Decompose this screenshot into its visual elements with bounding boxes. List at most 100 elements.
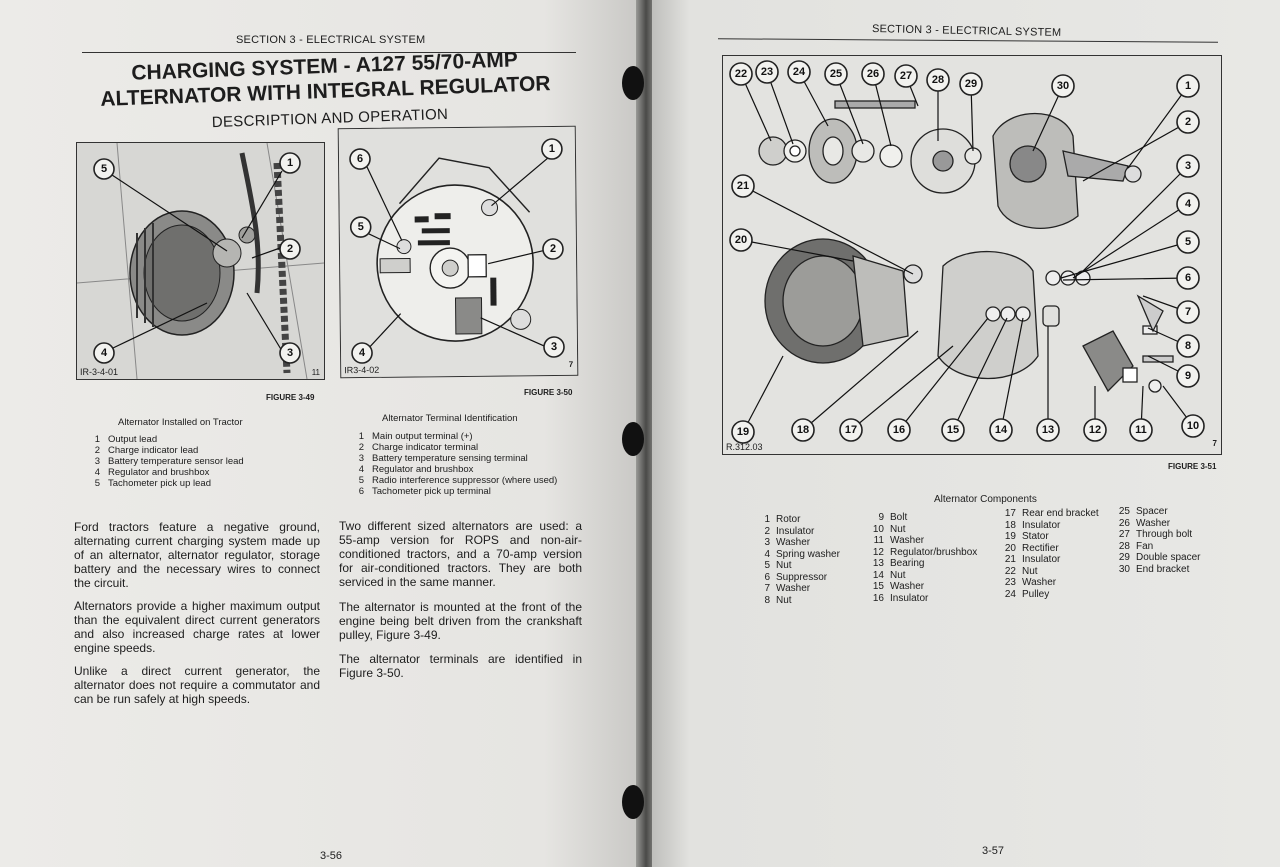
body-paragraph: The alternator terminals are identified … <box>339 652 582 680</box>
callout-4: 4 <box>93 342 115 364</box>
svg-text:27: 27 <box>900 70 912 82</box>
callout-18: 18 <box>791 418 815 442</box>
section-header: SECTION 3 - ELECTRICAL SYSTEM <box>871 23 1062 39</box>
svg-text:23: 23 <box>761 66 773 78</box>
header-rule <box>718 38 1218 43</box>
svg-text:22: 22 <box>735 68 747 80</box>
callout-11: 11 <box>1129 418 1153 442</box>
callout-1: 1 <box>541 138 563 160</box>
callout-2: 2 <box>542 238 564 260</box>
callout-6: 6 <box>1176 266 1200 290</box>
svg-text:5: 5 <box>101 163 107 175</box>
body-paragraph: Alternators provide a higher maximum out… <box>74 599 320 655</box>
callout-12: 12 <box>1083 418 1107 442</box>
callout-14: 14 <box>989 418 1013 442</box>
callout-2: 2 <box>279 238 301 260</box>
svg-text:28: 28 <box>932 74 944 86</box>
svg-text:15: 15 <box>947 424 959 436</box>
svg-text:6: 6 <box>357 153 363 165</box>
book-gutter <box>636 0 656 867</box>
svg-text:4: 4 <box>359 347 366 359</box>
svg-text:2: 2 <box>550 243 556 255</box>
callout-30: 30 <box>1051 74 1075 98</box>
svg-text:10: 10 <box>1187 420 1199 432</box>
page-title: CHARGING SYSTEM - A127 55/70-AMP ALTERNA… <box>89 46 560 112</box>
page-number: 3-57 <box>982 845 1005 857</box>
svg-text:5: 5 <box>358 221 364 233</box>
figure-corner-mark: 7 <box>1212 439 1217 448</box>
callout-6: 6 <box>349 148 371 170</box>
svg-text:17: 17 <box>845 424 857 436</box>
svg-text:3: 3 <box>1185 160 1191 172</box>
svg-text:18: 18 <box>797 424 809 436</box>
header-rule <box>82 52 576 53</box>
callout-20: 20 <box>729 228 753 252</box>
svg-text:3: 3 <box>551 341 557 353</box>
figure-corner-mark: 7 <box>568 359 574 369</box>
svg-text:29: 29 <box>965 78 977 90</box>
body-paragraph: Unlike a direct current generator, the a… <box>74 664 320 706</box>
callout-24: 24 <box>787 60 811 84</box>
body-paragraph: Ford tractors feature a negative ground,… <box>74 520 320 590</box>
callout-3: 3 <box>279 342 301 364</box>
callout-7: 7 <box>1176 300 1200 324</box>
svg-text:7: 7 <box>1185 306 1191 318</box>
svg-text:8: 8 <box>1185 340 1191 352</box>
figure-alternator-installed: 5 1 2 4 3 IR-3-4-01 11 <box>76 142 325 380</box>
svg-text:4: 4 <box>1185 198 1192 210</box>
svg-text:5: 5 <box>1185 236 1191 248</box>
svg-text:12: 12 <box>1089 424 1101 436</box>
binder-hole <box>622 66 644 100</box>
binder-hole <box>622 422 644 456</box>
callout-9: 9 <box>1176 364 1200 388</box>
callout-17: 17 <box>839 418 863 442</box>
callout-1: 1 <box>279 152 301 174</box>
svg-text:14: 14 <box>995 424 1008 436</box>
right-page: SECTION 3 - ELECTRICAL SYSTEM <box>652 0 1280 867</box>
svg-text:30: 30 <box>1057 80 1069 92</box>
callout-22: 22 <box>729 62 753 86</box>
callout-13: 13 <box>1036 418 1060 442</box>
page-number: 3-56 <box>320 850 343 862</box>
body-paragraph: The alternator is mounted at the front o… <box>339 600 582 642</box>
left-page: SECTION 3 - ELECTRICAL SYSTEM CHARGING S… <box>0 0 640 867</box>
svg-text:2: 2 <box>1185 116 1191 128</box>
svg-text:16: 16 <box>893 424 905 436</box>
components-title: Alternator Components <box>934 494 1037 505</box>
callout-5: 5 <box>93 158 115 180</box>
